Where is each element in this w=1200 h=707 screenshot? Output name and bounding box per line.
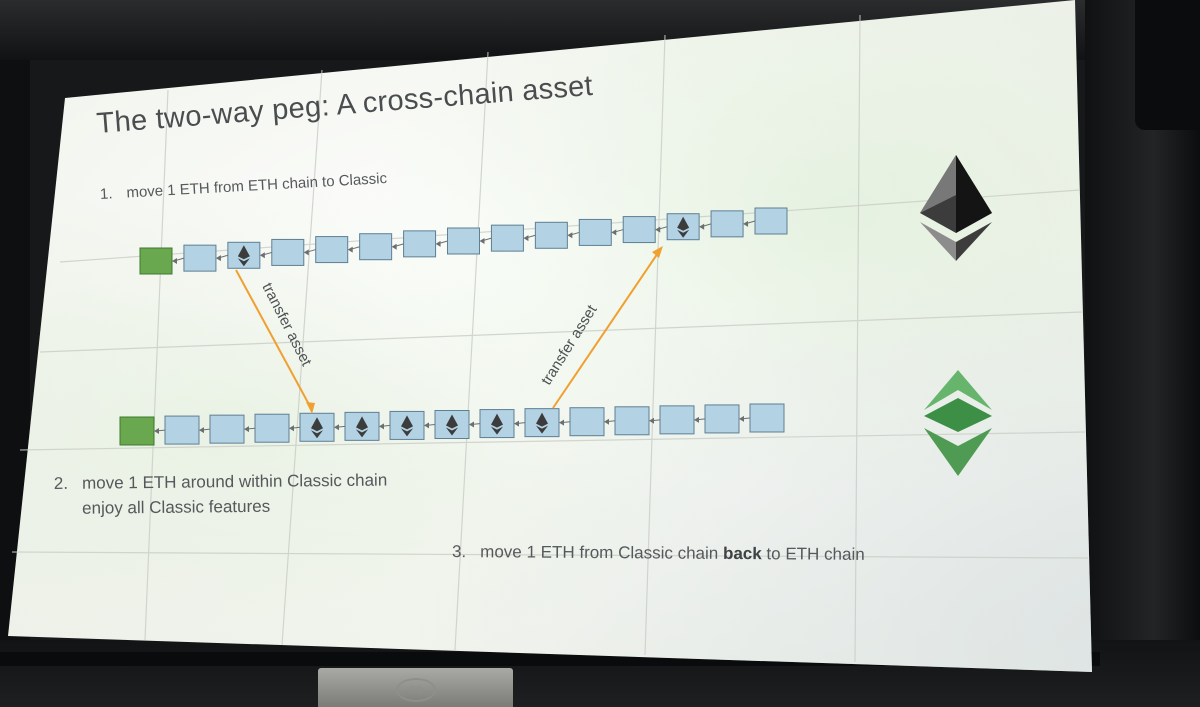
ether-diamond-icon <box>356 416 368 438</box>
chain-block <box>403 230 437 258</box>
chain-link-arrow <box>479 237 492 244</box>
podium-logo-icon: EC <box>396 678 436 702</box>
step-3-text-before: move 1 ETH from Classic chain <box>480 542 724 563</box>
chain-block <box>666 213 700 241</box>
ether-diamond-icon <box>536 412 548 434</box>
chain-link-arrow <box>259 251 272 259</box>
chain-block <box>344 411 380 441</box>
chain-link-arrow <box>154 428 166 434</box>
chain-link-arrow <box>567 231 580 239</box>
chain-block <box>434 410 470 439</box>
chain-block <box>622 216 656 244</box>
chain-link-arrow <box>743 220 756 227</box>
chain-block <box>524 408 560 438</box>
chain-block <box>389 410 425 440</box>
chain-block <box>209 414 245 444</box>
transfer-arrow-right <box>552 246 663 409</box>
chain-block <box>710 210 744 238</box>
chain-link-arrow <box>699 223 712 230</box>
chain-block <box>659 405 695 435</box>
chain-block <box>359 233 393 261</box>
chain-link-arrow <box>649 417 661 424</box>
step-2: 2. move 1 ETH around within Classic chain… <box>54 468 388 521</box>
ether-diamond-icon <box>237 245 250 267</box>
chain-link-arrow <box>694 416 706 423</box>
chain-block <box>164 415 200 445</box>
ether-diamond-icon <box>446 414 458 436</box>
chain-block <box>704 404 740 434</box>
chain-link-arrow <box>379 423 391 430</box>
chain-link-arrow <box>559 419 571 426</box>
chain-block <box>490 224 524 252</box>
chain-link-arrow <box>289 425 301 432</box>
chain-link-arrow <box>244 426 256 433</box>
chain-link-arrow <box>611 229 624 236</box>
step-2-line-2: enjoy all Classic features <box>82 496 271 518</box>
step-2-line-1: move 1 ETH around within Classic chain <box>81 470 388 493</box>
chain-block <box>299 412 335 442</box>
chain-block <box>569 407 605 437</box>
chain-block <box>749 403 785 433</box>
chain-block <box>254 413 290 443</box>
ether-diamond-icon <box>311 417 323 439</box>
chain-block <box>183 244 217 272</box>
step-1-number: 1. <box>99 185 113 203</box>
chain-block <box>315 236 349 264</box>
chain-link-arrow <box>469 421 481 428</box>
chain-link-arrow <box>514 420 526 427</box>
ether-diamond-icon <box>491 413 503 435</box>
step-3-text-after: to ETH chain <box>761 544 865 564</box>
chain-block <box>534 221 568 249</box>
chain-link-arrow <box>347 246 360 253</box>
chain-link-arrow <box>739 415 751 422</box>
ethereum-logo-icon <box>920 155 992 261</box>
transfer-label-right: transfer asset <box>538 301 601 388</box>
chain-link-arrow <box>391 243 404 250</box>
chain-block <box>271 238 305 266</box>
chain-block <box>447 227 480 255</box>
step-3-bold-word: back <box>722 543 762 564</box>
chain-link-arrow <box>199 427 211 434</box>
podium: EC <box>318 668 513 707</box>
ethereum-classic-logo-icon <box>924 370 992 476</box>
ether-diamond-icon <box>677 216 690 238</box>
chain-link-arrow <box>604 418 616 425</box>
chain-block <box>227 241 261 269</box>
eth-chain-top <box>139 207 788 275</box>
step-3-number: 3. <box>451 542 467 562</box>
genesis-block <box>139 247 173 275</box>
chain-block <box>614 406 650 436</box>
transfer-arrow-left <box>235 269 315 414</box>
chain-block <box>754 207 788 235</box>
chain-link-arrow <box>523 234 536 242</box>
chain-link-arrow <box>435 240 448 247</box>
step-2-number: 2. <box>53 473 69 494</box>
chain-link-arrow <box>334 424 346 431</box>
chain-link-arrow <box>303 249 316 256</box>
ether-diamond-icon <box>401 415 413 437</box>
chain-link-arrow <box>215 254 228 262</box>
chain-block <box>479 409 515 439</box>
classic-chain-bottom <box>119 403 785 446</box>
step-3: 3. move 1 ETH from Classic chain back to … <box>452 542 865 565</box>
chain-link-arrow <box>655 226 668 233</box>
chain-link-arrow <box>172 257 185 264</box>
genesis-block <box>119 416 155 446</box>
chain-block <box>578 218 612 246</box>
chain-link-arrow <box>424 422 436 429</box>
speaker-device <box>1135 0 1200 130</box>
